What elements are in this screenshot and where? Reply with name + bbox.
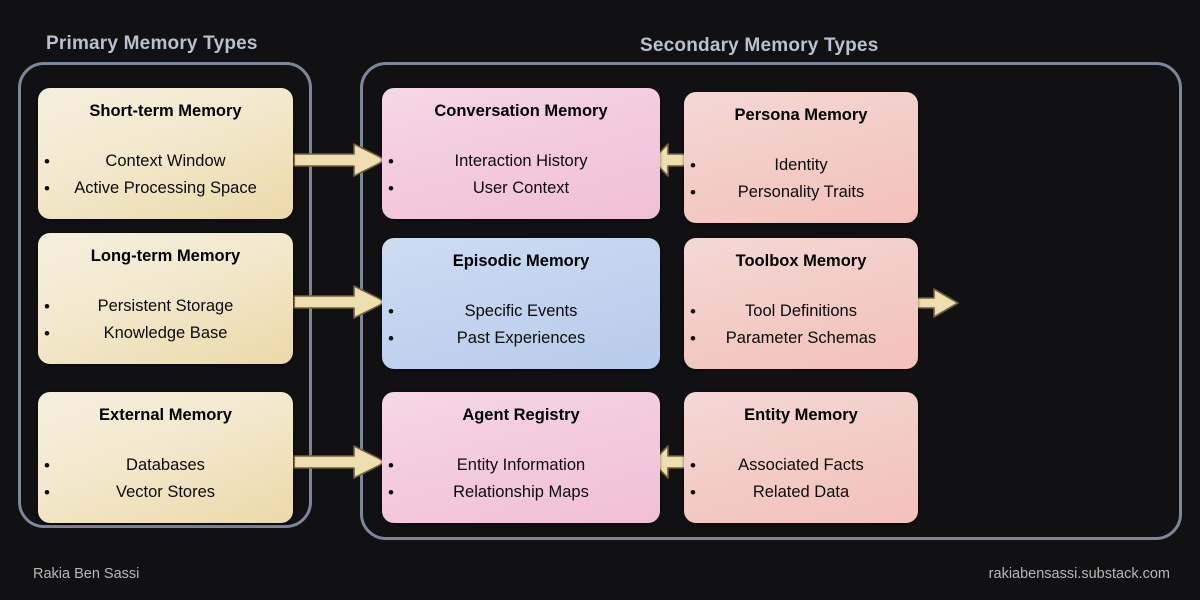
box-item: • Tool Definitions [684,298,918,325]
footer-author: Rakia Ben Sassi [33,566,140,582]
box-external-memory[interactable]: External Memory • Databases • Vector Sto… [38,392,293,523]
box-item: • Vector Stores [38,479,293,506]
box-conversation-memory[interactable]: Conversation Memory • Interaction Histor… [382,88,660,219]
box-item: • Relationship Maps [382,479,660,506]
box-item-label: Entity Information [456,455,586,474]
bullet-icon: • [690,328,696,348]
box-item: • Databases [38,452,293,479]
box-episodic-memory[interactable]: Episodic Memory • Specific Events • Past… [382,238,660,369]
box-item: • Context Window [38,148,293,175]
box-item-label: Vector Stores [115,482,216,501]
bullet-icon: • [44,455,50,475]
box-short-term-memory[interactable]: Short-term Memory • Context Window • Act… [38,88,293,219]
box-toolbox-memory[interactable]: Toolbox Memory • Tool Definitions • Para… [684,238,918,369]
box-item: • Past Experiences [382,325,660,352]
box-item-label: Specific Events [464,301,578,320]
box-long-term-memory[interactable]: Long-term Memory • Persistent Storage • … [38,233,293,364]
box-agent-registry[interactable]: Agent Registry • Entity Information • Re… [382,392,660,523]
box-item-label: Related Data [752,482,850,501]
group-primary-title: Primary Memory Types [46,33,258,54]
box-item: • Related Data [684,479,918,506]
box-title: Short-term Memory [89,102,242,120]
box-item: • Parameter Schemas [684,325,918,352]
bullet-icon: • [44,323,50,343]
box-title: Entity Memory [744,406,858,424]
group-secondary-title: Secondary Memory Types [640,35,879,56]
box-title: Long-term Memory [90,247,241,265]
box-title: Toolbox Memory [735,252,867,270]
box-item-list: • Databases • Vector Stores [38,442,293,515]
box-item: • Persistent Storage [38,293,293,320]
box-item-list: • Context Window • Active Processing Spa… [38,138,293,211]
box-item-list: • Interaction History • User Context [382,138,660,211]
box-item: • User Context [382,175,660,202]
box-item-label: Identity [774,155,828,174]
box-item-list: • Identity • Personality Traits [684,142,918,215]
bullet-icon: • [388,151,394,171]
box-item-list: • Persistent Storage • Knowledge Base [38,283,293,356]
bullet-icon: • [690,482,696,502]
bullet-icon: • [388,301,394,321]
bullet-icon: • [44,296,50,316]
box-item-label: Databases [126,455,205,474]
box-title: Agent Registry [462,406,580,424]
box-item: • Identity [684,152,918,179]
box-title: External Memory [99,406,232,424]
bullet-icon: • [44,151,50,171]
box-item-label: Past Experiences [456,328,586,347]
bullet-icon: • [388,482,394,502]
box-title: Persona Memory [734,106,868,124]
box-title: Conversation Memory [434,102,608,120]
box-item-label: Active Processing Space [74,178,257,197]
box-item-label: Relationship Maps [453,482,589,501]
box-item-label: Persistent Storage [97,296,234,315]
box-item: • Specific Events [382,298,660,325]
bullet-icon: • [388,455,394,475]
box-item-label: Tool Definitions [745,301,857,320]
box-entity-memory[interactable]: Entity Memory • Associated Facts • Relat… [684,392,918,523]
footer-site-url: rakiabensassi.substack.com [988,566,1170,582]
bullet-icon: • [690,301,696,321]
bullet-icon: • [690,455,696,475]
box-item-label: Interaction History [454,151,588,170]
box-item-list: • Entity Information • Relationship Maps [382,442,660,515]
box-item-list: • Associated Facts • Related Data [684,442,918,515]
box-item: • Entity Information [382,452,660,479]
box-item-label: Knowledge Base [103,323,228,342]
box-item-label: Parameter Schemas [725,328,877,347]
bullet-icon: • [388,328,394,348]
box-item-list: • Tool Definitions • Parameter Schemas [684,288,918,361]
box-item: • Associated Facts [684,452,918,479]
box-title: Episodic Memory [452,252,590,270]
box-item: • Interaction History [382,148,660,175]
box-item-label: Context Window [105,151,226,170]
box-item: • Knowledge Base [38,320,293,347]
box-item: • Personality Traits [684,179,918,206]
box-item-label: User Context [472,178,570,197]
box-persona-memory[interactable]: Persona Memory • Identity • Personality … [684,92,918,223]
box-item-list: • Specific Events • Past Experiences [382,288,660,361]
bullet-icon: • [388,178,394,198]
box-item-label: Personality Traits [737,182,865,201]
bullet-icon: • [690,155,696,175]
box-item: • Active Processing Space [38,175,293,202]
bullet-icon: • [44,482,50,502]
bullet-icon: • [690,182,696,202]
box-item-label: Associated Facts [738,455,864,474]
bullet-icon: • [44,178,50,198]
